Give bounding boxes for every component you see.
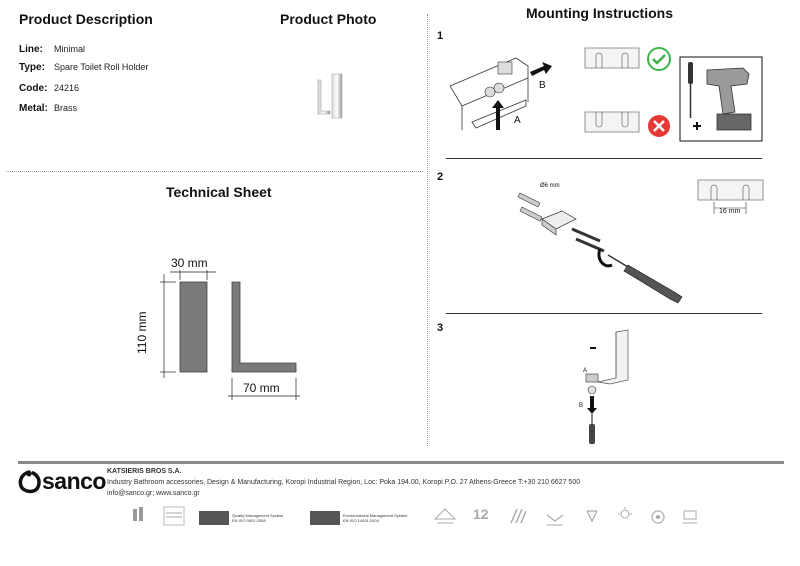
cert-badge-icon bbox=[618, 507, 632, 519]
section-divider-horizontal bbox=[6, 171, 423, 172]
step-3-label-a: A bbox=[583, 368, 588, 374]
prop-metal: Metal: Brass bbox=[19, 103, 77, 114]
prop-value: 24216 bbox=[54, 83, 80, 93]
cert-badge-icon bbox=[683, 510, 697, 524]
warranty-years-badge: 12 bbox=[473, 506, 489, 522]
iso14001-badge: Environmental Management System EN ISO 1… bbox=[310, 510, 415, 526]
cert-badge-icon bbox=[510, 508, 527, 524]
technical-drawing bbox=[160, 270, 300, 400]
prop-type: Type: Spare Toilet Roll Holder bbox=[19, 62, 148, 73]
dim-width-label: 30 mm bbox=[171, 256, 208, 270]
footer-divider bbox=[18, 461, 784, 464]
prop-value: Brass bbox=[54, 103, 78, 113]
step-divider bbox=[446, 158, 762, 159]
dim-depth-label: 70 mm bbox=[243, 381, 280, 395]
company-address: Industry Bathroom accessories, Design & … bbox=[107, 479, 581, 486]
iso9001-text: Quality Management System EN ISO 9001:20… bbox=[232, 513, 284, 523]
plate-correct bbox=[584, 47, 640, 69]
iso14001-text: Environmental Management System EN ISO 1… bbox=[343, 513, 408, 523]
prop-value: Minimal bbox=[54, 44, 86, 54]
prop-line: Line: Minimal bbox=[19, 44, 85, 55]
prop-code: Code: 24216 bbox=[19, 83, 79, 94]
sanco-logo-icon bbox=[18, 470, 41, 494]
cert-badge-icon bbox=[433, 508, 457, 524]
step-1-label-b: B bbox=[539, 80, 546, 91]
dim-height-label: 110 mm bbox=[135, 311, 149, 354]
cert-badge-icon bbox=[546, 514, 564, 526]
tools-box bbox=[679, 56, 763, 142]
technical-sheet-title: Technical Sheet bbox=[166, 184, 272, 200]
iso-logo-icon bbox=[199, 511, 229, 525]
cert-badge-icon bbox=[133, 507, 143, 521]
plate-wrong bbox=[584, 111, 640, 133]
step-3-illustration bbox=[585, 329, 629, 444]
step-3-number: 3 bbox=[437, 322, 444, 334]
prop-value: Spare Toilet Roll Holder bbox=[54, 62, 149, 72]
cross-icon bbox=[648, 115, 670, 137]
step-1-label-a: A bbox=[514, 115, 521, 126]
company-contact: info@sanco.gr; www.sanco.gr bbox=[107, 490, 200, 497]
step-divider bbox=[446, 313, 762, 314]
prop-label: Type: bbox=[19, 62, 45, 73]
spacing-label: 16 mm bbox=[719, 208, 741, 215]
check-icon bbox=[647, 47, 671, 71]
product-photo-title: Product Photo bbox=[280, 11, 377, 27]
iso9001-badge: Quality Management System EN ISO 9001:20… bbox=[199, 510, 294, 526]
mounting-instructions-title: Mounting Instructions bbox=[526, 5, 673, 21]
product-photo bbox=[317, 73, 343, 119]
company-name: KATSIERIS BROS S.A. bbox=[107, 468, 182, 475]
cert-badge-icon bbox=[651, 510, 665, 524]
cert-badge-icon bbox=[163, 506, 185, 526]
step-1-number: 1 bbox=[437, 30, 444, 42]
prop-label: Line: bbox=[19, 44, 43, 55]
iso-logo-icon bbox=[310, 511, 340, 525]
drill-diameter-label: Ø6 mm bbox=[540, 183, 560, 189]
step-1-illustration bbox=[449, 57, 552, 130]
spacing-plate bbox=[697, 179, 764, 214]
cert-badge-icon bbox=[586, 510, 598, 523]
prop-label: Metal: bbox=[19, 103, 48, 114]
step-2-number: 2 bbox=[437, 171, 444, 183]
product-description-title: Product Description bbox=[19, 11, 153, 27]
drill-icon bbox=[706, 67, 750, 115]
step-2-illustration bbox=[517, 192, 683, 304]
brand-logo-text: sanco bbox=[42, 468, 106, 494]
section-divider-vertical bbox=[427, 14, 428, 446]
screwdriver-icon bbox=[688, 62, 693, 84]
prop-label: Code: bbox=[19, 83, 48, 94]
step-3-label-b: B bbox=[579, 403, 584, 409]
company-info: KATSIERIS BROS S.A. Industry Bathroom ac… bbox=[107, 466, 580, 499]
